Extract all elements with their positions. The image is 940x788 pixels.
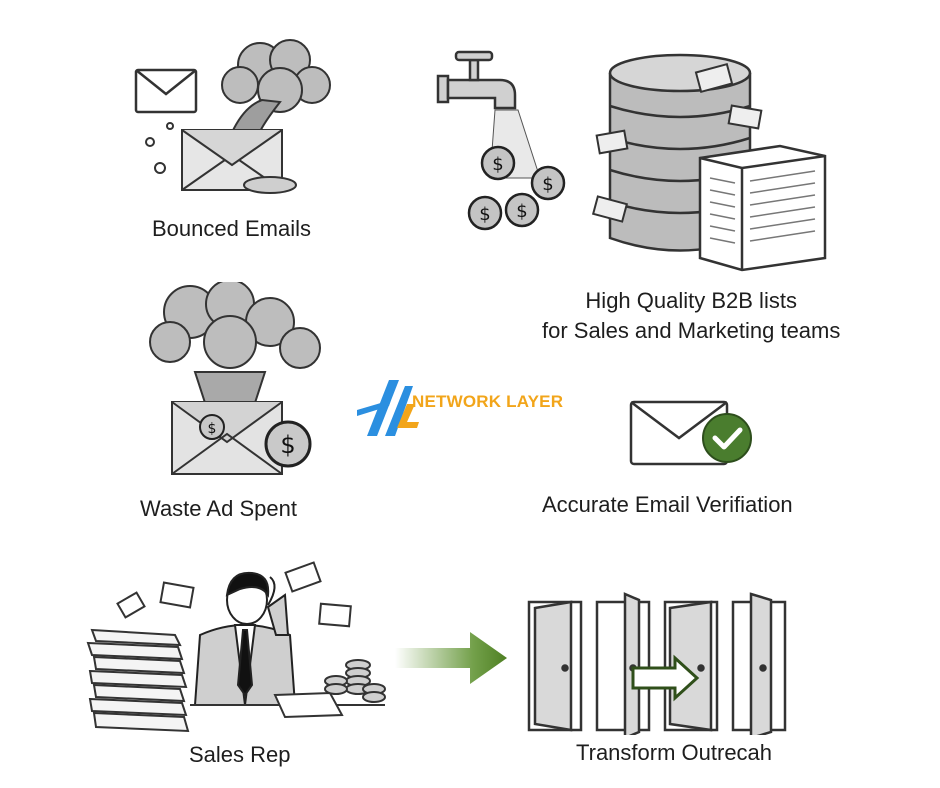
svg-text:$: $ xyxy=(280,431,295,459)
svg-text:$: $ xyxy=(516,201,527,222)
envelope-icon xyxy=(134,68,198,114)
dollar-coin-icon: $ $ $ $ xyxy=(467,145,566,231)
svg-text:$: $ xyxy=(479,204,490,225)
envelope-icon xyxy=(116,561,352,628)
caption-waste-ad: Waste Ad Spent xyxy=(140,496,297,521)
caption-bounced-emails: Bounced Emails xyxy=(152,216,311,241)
document-icon xyxy=(698,144,827,272)
caption-b2b-line1: High Quality B2B lists xyxy=(585,288,797,313)
transform-illustration xyxy=(527,592,787,735)
caption-transform: Transform Outrecah xyxy=(576,740,773,765)
paper-stack-icon xyxy=(86,628,190,733)
caption-b2b-lists: High Quality B2B lists for Sales and Mar… xyxy=(542,286,840,345)
door-icon xyxy=(595,592,651,735)
faucet-icon xyxy=(436,50,517,110)
door-icon xyxy=(731,592,787,735)
envelope-icon xyxy=(629,400,729,466)
network-layer-logo-mark xyxy=(357,380,419,436)
caption-b2b-line2: for Sales and Marketing teams xyxy=(542,317,841,343)
person-icon xyxy=(193,571,297,706)
bounced-emails-illustration xyxy=(134,39,331,194)
svg-text:$: $ xyxy=(208,421,217,437)
checkmark-icon xyxy=(702,413,752,463)
sales-rep-illustration xyxy=(86,561,386,733)
b2b-lists-illustration: $ $ $ $ xyxy=(436,50,827,272)
door-icon xyxy=(663,600,719,732)
svg-text:$: $ xyxy=(492,154,503,175)
email-verification-illustration xyxy=(629,400,752,466)
brand-name: NETWORK LAYER xyxy=(412,392,564,411)
smoke-cloud-icon xyxy=(149,282,321,413)
dollar-coin-icon: $ $ xyxy=(199,414,312,468)
caption-sales-rep: Sales Rep xyxy=(189,742,291,767)
caption-email-verification: Accurate Email Verifiation xyxy=(542,492,793,517)
coin-stack-icon xyxy=(324,659,386,703)
door-icon xyxy=(527,600,583,732)
envelope-icon xyxy=(591,62,763,223)
envelope-icon xyxy=(181,129,283,191)
svg-text:$: $ xyxy=(542,174,553,195)
waste-ad-illustration: $ $ xyxy=(149,282,321,475)
smoke-cloud-icon xyxy=(221,39,331,157)
arrow-right-icon xyxy=(395,632,507,684)
arrow-right-icon xyxy=(631,654,700,702)
